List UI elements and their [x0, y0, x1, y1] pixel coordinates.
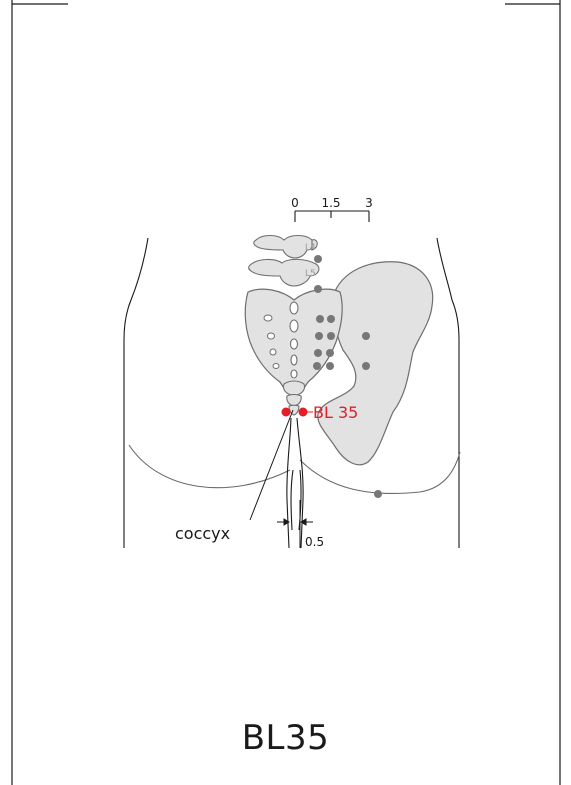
grey-point	[314, 255, 322, 263]
coccyx-label: coccyx	[175, 524, 230, 543]
grey-point	[313, 362, 321, 370]
vertebra-label-l5: L5	[305, 269, 316, 279]
page-title: BL35	[0, 718, 571, 758]
grey-point	[326, 349, 334, 357]
scale-bar: 0 1.5 3	[291, 196, 373, 222]
scale-tick-label: 3	[365, 196, 373, 210]
grey-point	[326, 362, 334, 370]
grey-point	[327, 332, 335, 340]
buttock-creases	[129, 445, 460, 493]
coccyx-leader-line	[250, 410, 293, 520]
grey-point	[327, 315, 335, 323]
grey-point	[362, 332, 370, 340]
scale-tick-label: 1.5	[321, 196, 340, 210]
grey-point	[374, 490, 382, 498]
bl35-point-left	[282, 408, 291, 417]
bl35-point-label: BL 35	[313, 403, 358, 422]
grey-point	[314, 349, 322, 357]
distance-label: 0.5	[305, 535, 324, 549]
grey-point	[316, 315, 324, 323]
vertebra-label-l4: L4	[305, 243, 316, 253]
grey-point	[362, 362, 370, 370]
grey-point	[314, 285, 322, 293]
scale-tick-label: 0	[291, 196, 299, 210]
gluteal-cleft	[287, 418, 303, 548]
grey-point	[315, 332, 323, 340]
